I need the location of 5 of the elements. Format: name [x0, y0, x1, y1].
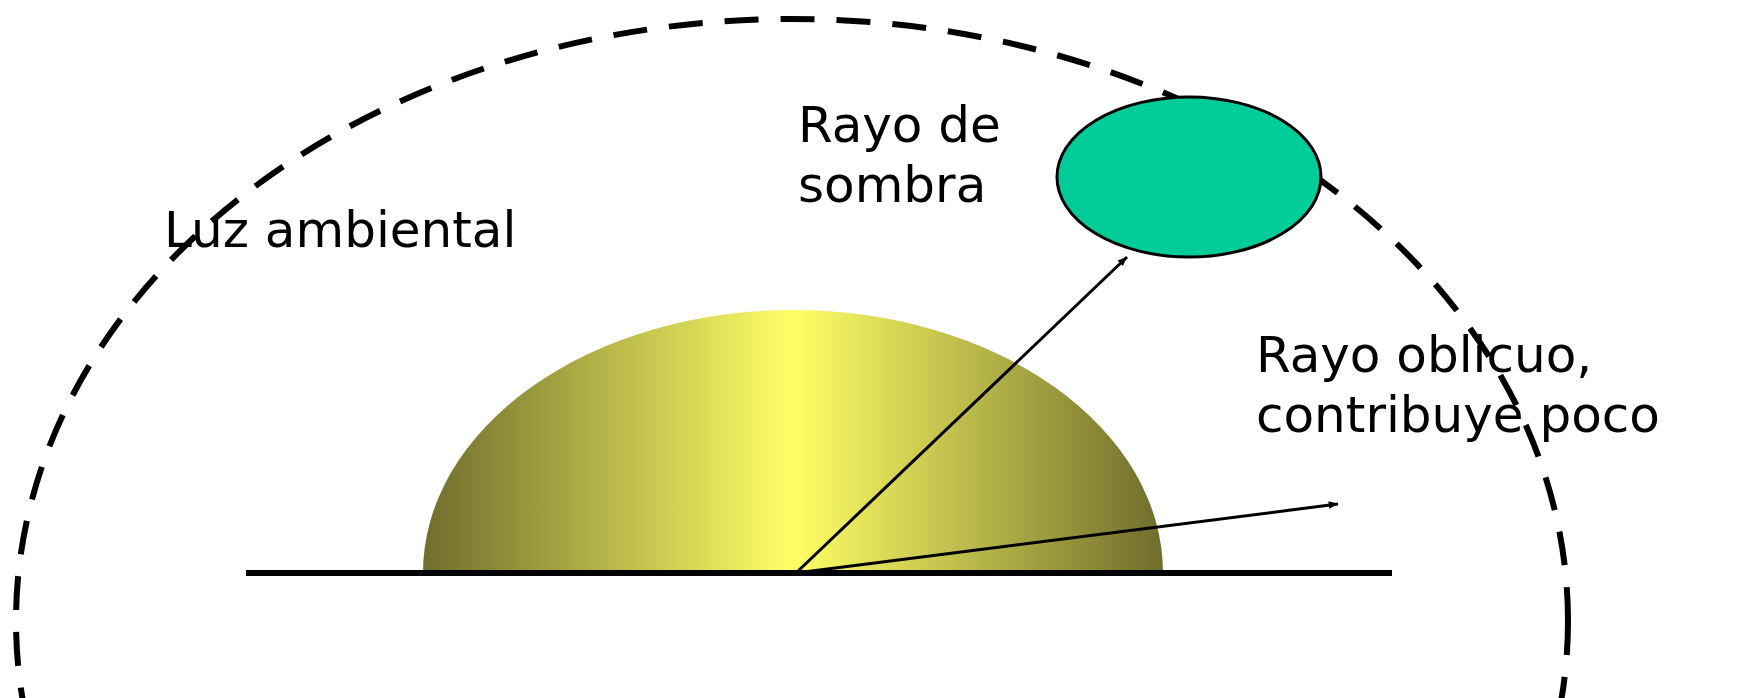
label-text: Rayo oblicuo, contribuye poco — [1256, 325, 1661, 445]
occluder-ellipse — [1055, 95, 1323, 259]
label-text: Luz ambiental — [164, 200, 517, 260]
label-text: Rayo de sombra — [798, 95, 1002, 215]
hemisphere-drawing — [423, 310, 1163, 573]
